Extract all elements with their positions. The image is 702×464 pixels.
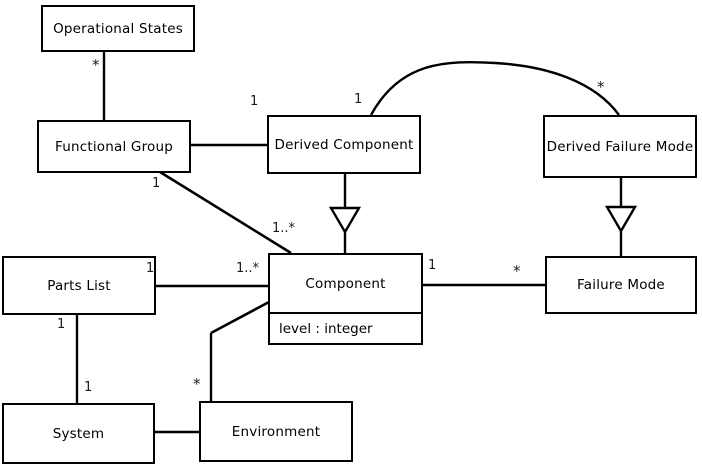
generalization-triangle-derived-failure-mode: [604, 205, 638, 234]
class-attribute-component-level: level : integer: [270, 312, 421, 343]
multiplicity-component-left: 1..*: [236, 261, 260, 276]
multiplicity-system-top: 1: [84, 380, 93, 395]
class-box-functional-group[interactable]: Functional Group: [37, 120, 191, 173]
multiplicity-parts-list-right: 1: [146, 261, 155, 276]
class-name-system: System: [52, 425, 105, 442]
multiplicity-derived-component-left: 1: [250, 94, 259, 109]
multiplicity-functional-group-bottom: 1: [152, 176, 161, 191]
class-box-failure-mode[interactable]: Failure Mode: [545, 256, 697, 314]
class-box-component[interactable]: Component level : integer: [268, 253, 423, 345]
generalization-triangle-derived-component: [328, 206, 362, 235]
class-box-system[interactable]: System: [2, 403, 155, 464]
class-name-operational-states: Operational States: [53, 20, 183, 37]
multiplicity-parts-list-bottom: 1: [57, 317, 66, 332]
multiplicity-arc-right: *: [597, 78, 605, 96]
class-box-derived-component[interactable]: Derived Component: [267, 115, 421, 174]
class-name-failure-mode: Failure Mode: [577, 277, 665, 293]
class-name-functional-group: Functional Group: [54, 138, 174, 155]
class-box-environment[interactable]: Environment: [199, 401, 353, 462]
class-name-parts-list: Parts List: [47, 277, 111, 294]
multiplicity-arc-left: 1: [354, 92, 363, 107]
multiplicity-component-right: 1: [428, 258, 437, 273]
multiplicity-component-top: 1..*: [272, 221, 296, 236]
multiplicity-failure-mode-left: *: [513, 262, 521, 280]
class-name-component: Component: [305, 275, 386, 292]
class-name-environment: Environment: [231, 423, 321, 440]
class-box-operational-states[interactable]: Operational States: [41, 5, 195, 52]
class-box-parts-list[interactable]: Parts List: [2, 256, 156, 315]
multiplicity-environment-top: *: [193, 375, 201, 393]
edge-derived-component-derived-failure-mode: [369, 60, 620, 116]
class-box-derived-failure-mode[interactable]: Derived Failure Mode: [543, 115, 697, 178]
edge-environment-component-diagonal: [210, 300, 270, 335]
class-name-derived-component: Derived Component: [274, 136, 414, 153]
multiplicity-operational-states: *: [92, 56, 100, 74]
edge-functional-group-component: [159, 170, 292, 255]
class-name-derived-failure-mode: Derived Failure Mode: [546, 138, 694, 155]
